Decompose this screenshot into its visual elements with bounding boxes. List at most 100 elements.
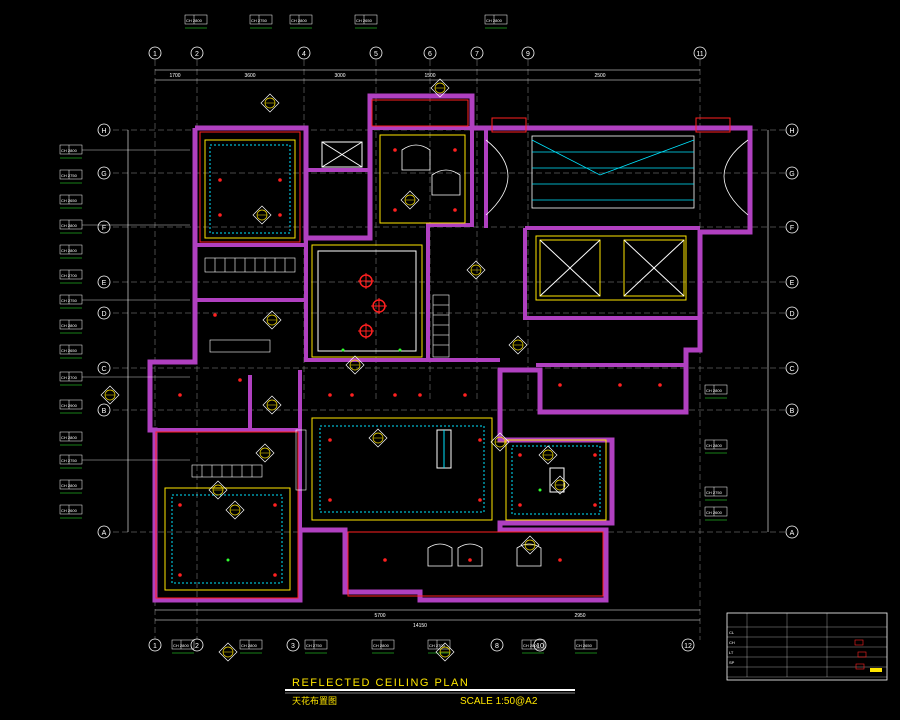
grid-bubble-right: F [785,220,799,234]
grid-bubble-top-label: 5 [374,51,378,58]
grid-bubble-top-label: 6 [428,51,432,58]
grid-bubble-left-label: E [102,280,107,287]
left-tag-text: CH 2750 [61,173,78,178]
grid-bubble-top: 6 [423,46,437,60]
grid-bubble-right: G [785,166,799,180]
dimension-lines [127,69,769,621]
grid-bubble-left: B [97,403,111,417]
bottom-tag-text: CH 2800 [523,643,540,648]
left-tag: CH 2800 [59,479,83,494]
hatches [191,257,450,491]
legend-cell: CH [729,640,735,645]
section-marker [435,642,455,662]
grid-bubble-top: 2 [190,46,204,60]
grid-bubble-top: 1 [148,46,162,60]
left-tag: CH 2600 [59,504,83,519]
left-tag: CH 2800 [59,219,190,234]
section-marker [260,93,280,113]
section-marker [262,310,282,330]
left-tag: CH 2650 [59,344,83,359]
dimension-top: 3000 [334,73,345,79]
right-tag: CH 2800 [704,439,728,454]
grid-bubble-right: A [785,525,799,539]
right-tag-text: CH 2800 [706,443,723,448]
bottom-tag-text: CH 2750 [306,643,323,648]
top-tag: CH 2750 [249,14,273,29]
legend-cell: SP [729,660,735,665]
left-tag: CH 2750 [59,169,83,184]
left-tag-text: CH 2800 [61,435,78,440]
grid-bubble-bottom-label: 8 [495,643,499,650]
bottom-tag: CH 2700 [427,639,451,654]
grid-bubble-right-label: G [789,171,794,178]
furniture-chairs [401,144,542,567]
legend-symbol [857,651,867,658]
left-tag-text: CH 2750 [61,298,78,303]
grid-bubble-left-label: H [101,128,106,135]
grid-bubble-left: H [97,123,111,137]
top-tag-text: CH 2750 [251,18,268,23]
left-tag-text: CH 2800 [61,483,78,488]
grid-bubble-bottom: 1 [148,638,162,652]
ceiling-zones [164,134,687,591]
grid-bubble-right-label: E [790,280,795,287]
left-tag: CH 2700 [59,371,190,386]
grid-bubble-top: 7 [470,46,484,60]
left-tag-text: CH 2600 [61,508,78,513]
grid-bubble-top-label: 11 [696,51,703,58]
bottom-tag: CH 2650 [574,639,598,654]
dimension-top: 1700 [169,73,180,79]
grid-bubble-right: E [785,275,799,289]
grid-bubble-right-label: D [789,311,794,318]
left-tag: CH 2900 [59,399,83,414]
bottom-tag: CH 2800 [371,639,395,654]
left-tag: CH 2800 [59,144,190,159]
grid-bubble-right-label: H [789,128,794,135]
grid-bubble-left-label: F [102,225,106,232]
drawing-scale: SCALE 1:50@A2 [460,696,538,707]
section-marker [208,480,228,500]
left-tag: CH 2700 [59,269,83,284]
grid-bubble-bottom-label: 12 [684,643,692,650]
title-block: REFLECTED CEILING PLAN 天花布置图 SCALE 1:50@… [285,677,575,707]
section-marker [490,432,510,452]
grid-bubble-right: C [785,361,799,375]
grid-bubble-right: D [785,306,799,320]
grid-bubble-top-label: 4 [302,51,306,58]
grid-bubble-left: E [97,275,111,289]
grid-bubble-bottom: 10 [533,638,547,652]
section-marker [262,395,282,415]
grid-bubble-bottom-label: 2 [195,643,199,650]
right-tag: CH 2600 [704,506,728,521]
section-marker [508,335,528,355]
section-marker [538,445,558,465]
left-tag-text: CH 2800 [61,323,78,328]
grid-bubble-left: F [97,220,111,234]
section-marker [255,443,275,463]
grid-bubble-top-label: 7 [475,51,479,58]
section-marker [368,428,388,448]
section-marker [430,78,450,98]
left-tag: CH 2800 [59,244,83,259]
top-tag-text: CH 2800 [186,18,203,23]
left-tag-text: CH 2900 [61,403,78,408]
top-tag: CH 2800 [184,14,208,29]
bottom-tag: CH 2800 [171,639,195,654]
drawing-title-cn: 天花布置图 [292,695,337,707]
walls [147,93,753,603]
grid-bubble-top-label: 1 [153,51,157,58]
grid-bubble-top: 4 [297,46,311,60]
left-tag-text: CH 2700 [61,375,78,380]
grid-bubble-bottom: 12 [681,638,695,652]
red-wall-edges [155,99,731,599]
grid-bubble-left: A [97,525,111,539]
left-tag: CH 2750 [59,454,190,469]
grid-bubble-bottom-label: 3 [291,643,295,650]
legend-cell: LT [729,650,734,655]
section-marker [400,190,420,210]
section-marker [520,535,540,555]
grid-bubble-right-label: B [790,408,795,415]
bottom-tag-text: CH 2800 [173,643,190,648]
